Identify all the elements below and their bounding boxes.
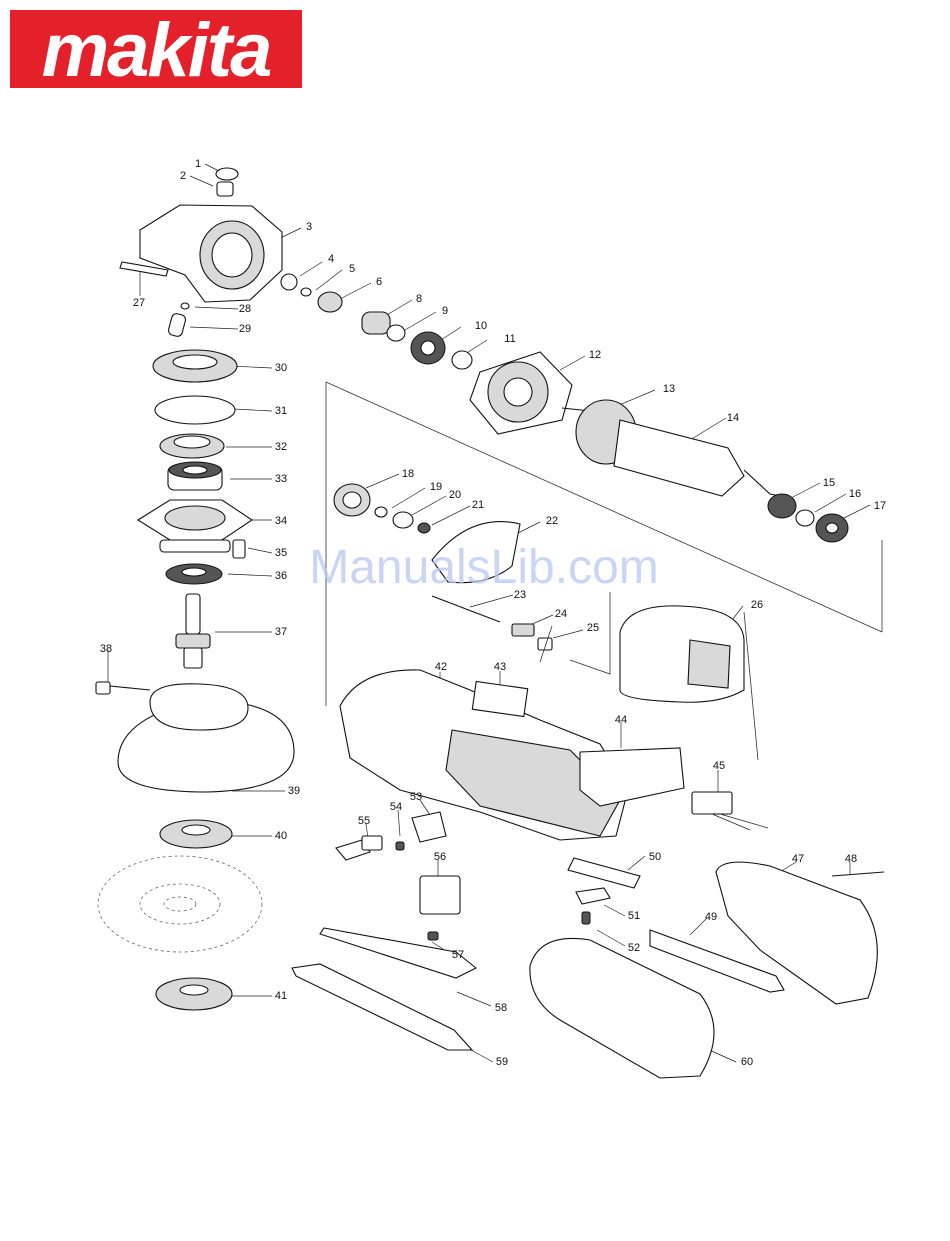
part-callout-42: 42 [435, 661, 447, 673]
part-callout-39: 39 [288, 785, 300, 797]
part-callout-16: 16 [849, 488, 861, 500]
part-callout-30: 30 [275, 362, 287, 374]
part-callout-59: 59 [496, 1056, 508, 1068]
part-callout-36: 36 [275, 570, 287, 582]
part-callout-35: 35 [275, 547, 287, 559]
part-callout-19: 19 [430, 481, 442, 493]
part-callout-41: 41 [275, 990, 287, 1002]
part-callout-48: 48 [845, 853, 857, 865]
part-callout-31: 31 [275, 405, 287, 417]
part-callout-27: 27 [133, 297, 145, 309]
part-callout-57: 57 [452, 949, 464, 961]
part-callout-21: 21 [472, 499, 484, 511]
part-callout-17: 17 [874, 500, 886, 512]
part-callout-60: 60 [741, 1056, 753, 1068]
part-callout-49: 49 [705, 911, 717, 923]
part-callout-32: 32 [275, 441, 287, 453]
part-callout-2: 2 [180, 170, 186, 182]
part-callout-6: 6 [376, 276, 382, 288]
part-callout-20: 20 [449, 489, 461, 501]
part-callout-5: 5 [349, 263, 355, 275]
part-callout-54: 54 [390, 801, 402, 813]
part-callout-29: 29 [239, 323, 251, 335]
part-callout-55: 55 [358, 815, 370, 827]
part-callout-9: 9 [442, 305, 448, 317]
part-callout-28: 28 [239, 303, 251, 315]
part-callout-56: 56 [434, 851, 446, 863]
part-callout-18: 18 [402, 468, 414, 480]
part-callout-58: 58 [495, 1002, 507, 1014]
part-callout-1: 1 [195, 158, 201, 170]
part-callout-45: 45 [713, 760, 725, 772]
part-callout-11: 11 [504, 333, 515, 345]
part-callout-38: 38 [100, 643, 112, 655]
part-callout-26: 26 [751, 599, 763, 611]
part-callout-8: 8 [416, 293, 422, 305]
part-callout-33: 33 [275, 473, 287, 485]
part-callout-25: 25 [587, 622, 599, 634]
part-callout-22: 22 [546, 515, 558, 527]
part-callout-3: 3 [306, 221, 312, 233]
part-callout-34: 34 [275, 515, 287, 527]
part-callout-12: 12 [589, 349, 601, 361]
part-callout-14: 14 [727, 412, 739, 424]
part-callout-15: 15 [823, 477, 835, 489]
part-callout-51: 51 [628, 910, 640, 922]
part-callout-13: 13 [663, 383, 675, 395]
part-callout-43: 43 [494, 661, 506, 673]
part-callout-37: 37 [275, 626, 287, 638]
watermark-text: ManualsLib.com [309, 541, 659, 594]
part-callout-47: 47 [792, 853, 804, 865]
part-callout-40: 40 [275, 830, 287, 842]
part-callout-24: 24 [555, 608, 567, 620]
part-callout-52: 52 [628, 942, 640, 954]
part-callout-53: 53 [410, 791, 422, 803]
part-callout-10: 10 [475, 320, 487, 332]
part-callout-44: 44 [615, 714, 627, 726]
part-callout-4: 4 [328, 253, 334, 265]
part-callout-50: 50 [649, 851, 661, 863]
